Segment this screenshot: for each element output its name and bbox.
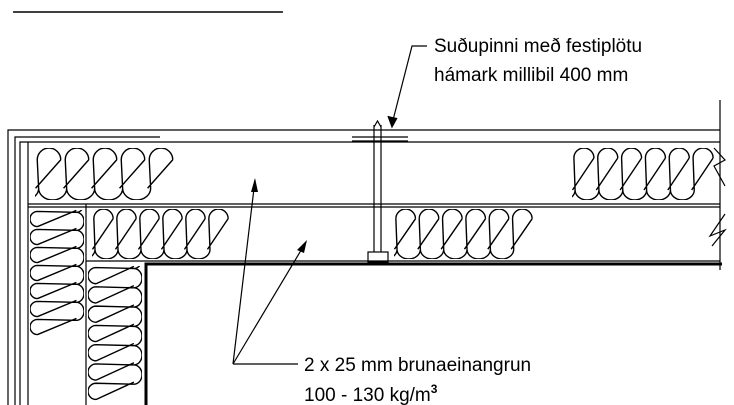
insulation-middle-layer-right xyxy=(394,209,533,259)
weld-stud xyxy=(352,119,408,263)
stud-leader-line xyxy=(387,45,427,129)
insulation-label-line2: 100 - 130 kg/m3 xyxy=(304,382,438,405)
insulation-group xyxy=(30,148,714,401)
insulation-arrowheads xyxy=(251,178,307,253)
insulation-inner-column xyxy=(88,266,142,401)
insulation-outer-column xyxy=(30,210,84,336)
insulation-middle-layer-left xyxy=(92,209,229,259)
steel-beam-outline xyxy=(144,262,722,405)
insulation-density-exponent: 3 xyxy=(431,382,438,396)
insulation-top-layer-right xyxy=(572,148,714,200)
insulation-leader-lines xyxy=(232,179,307,365)
stud-label-line2: hámark millibil 400 mm xyxy=(434,65,628,86)
break-symbols xyxy=(708,147,727,247)
insulation-top-layer-left xyxy=(35,148,174,200)
insulation-label-line1: 2 x 25 mm brunaeinangrun xyxy=(304,355,531,376)
insulation-density: 100 - 130 kg/m xyxy=(304,385,431,405)
stud-label-line1: Suðupinni með festiplötu xyxy=(434,36,642,57)
